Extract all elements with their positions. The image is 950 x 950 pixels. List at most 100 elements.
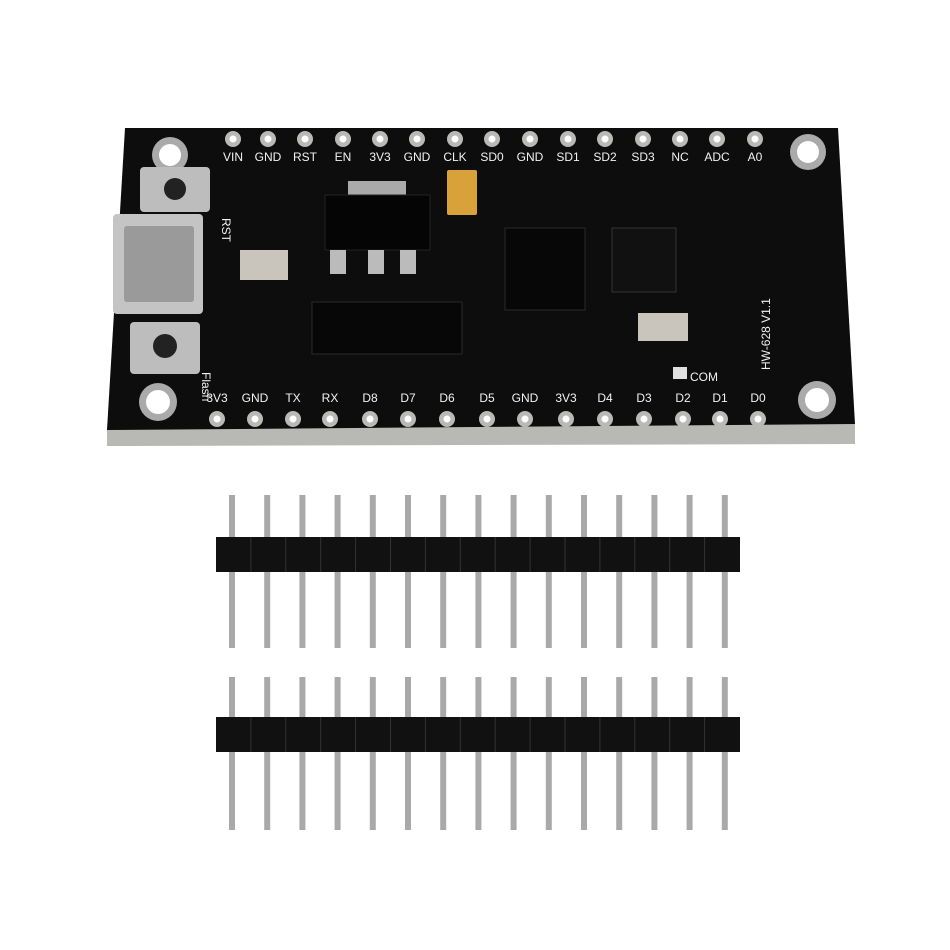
pin-hole	[713, 135, 721, 143]
pcb	[107, 128, 855, 430]
header-pin	[475, 677, 482, 830]
top-pin-label: EN	[335, 150, 352, 164]
bottom-pin-label: TX	[285, 391, 300, 405]
top-pin-label: SD0	[480, 150, 504, 164]
header-pin	[440, 677, 447, 830]
bottom-pin-label: D0	[750, 391, 766, 405]
nodemcu-board: RST Flash COM HW-628 V1.1 VIN GND RST EN 3V3…	[107, 128, 855, 446]
mount-hole-center	[159, 144, 181, 166]
top-pin-label: GND	[517, 150, 544, 164]
header-pin	[581, 677, 587, 830]
header-pin	[229, 677, 235, 830]
header-pin	[299, 677, 306, 830]
esp8266-chip	[611, 227, 677, 293]
pin-hole	[376, 135, 384, 143]
bottom-pin-label: D1	[712, 391, 728, 405]
top-pin-label: SD2	[593, 150, 617, 164]
crystal	[240, 250, 288, 280]
pin-hole	[451, 135, 459, 143]
header-pin	[369, 677, 376, 830]
pin-hole	[601, 415, 609, 423]
pin-hole	[483, 415, 491, 423]
top-pin-label: GND	[255, 150, 282, 164]
usb-opening	[124, 226, 194, 302]
bottom-pin-label: GND	[512, 391, 539, 405]
bottom-pin-label: D8	[362, 391, 378, 405]
led	[673, 367, 687, 379]
header-pin	[545, 677, 552, 830]
pin-hole	[326, 415, 334, 423]
header-pin	[651, 677, 658, 830]
com-label: COM	[690, 370, 718, 384]
pin-hole	[366, 415, 374, 423]
pin-hole	[640, 415, 648, 423]
pin-hole	[213, 415, 221, 423]
top-pin-label: VIN	[223, 150, 243, 164]
pin-hole	[639, 135, 647, 143]
bottom-pin-label: D5	[479, 391, 495, 405]
pin-hole	[564, 135, 572, 143]
rst-button-cap	[164, 178, 186, 200]
top-pin-label: 3V3	[369, 150, 391, 164]
voltage-regulator	[324, 194, 431, 251]
top-pin-label: GND	[404, 150, 431, 164]
usb-serial-chip	[311, 301, 463, 355]
top-pin-label: CLK	[443, 150, 466, 164]
header-pin	[721, 677, 728, 830]
flash-button-cap	[153, 334, 177, 358]
header-pin	[510, 677, 517, 830]
pin-hole	[716, 415, 724, 423]
tantalum-capacitor	[447, 170, 477, 215]
pin-hole	[301, 135, 309, 143]
pin-hole	[521, 415, 529, 423]
pin-hole	[413, 135, 421, 143]
pin-hole	[679, 415, 687, 423]
bottom-pin-label: 3V3	[555, 391, 577, 405]
pin-hole	[404, 415, 412, 423]
top-pin-label: RST	[293, 150, 318, 164]
bottom-pin-label: GND	[242, 391, 269, 405]
top-pin-label: SD1	[556, 150, 580, 164]
pin-header	[216, 677, 740, 830]
pin-hole	[339, 135, 347, 143]
header-pin	[686, 677, 693, 830]
regulator-pin	[400, 250, 416, 274]
flash-memory-chip	[504, 227, 586, 311]
top-pin-label: ADC	[704, 150, 730, 164]
regulator-pin	[330, 250, 346, 274]
header-pin	[334, 677, 341, 830]
header-plastic	[216, 717, 740, 752]
top-pin-label: NC	[671, 150, 689, 164]
bottom-pin-label: D2	[675, 391, 691, 405]
pin-hole	[488, 135, 496, 143]
header-pin	[405, 677, 411, 830]
bottom-pin-label: D3	[636, 391, 652, 405]
regulator-pin	[368, 250, 384, 274]
pin-hole	[754, 415, 762, 423]
bottom-pin-label: D7	[400, 391, 416, 405]
bottom-pin-label: RX	[322, 391, 339, 405]
bottom-pin-label: D4	[597, 391, 613, 405]
header-pin	[264, 677, 271, 830]
mount-hole-center	[146, 390, 170, 414]
header-plastic	[216, 537, 740, 572]
pin-hole	[562, 415, 570, 423]
pin-hole	[443, 415, 451, 423]
bottom-pin-label: D6	[439, 391, 455, 405]
pin-hole	[601, 135, 609, 143]
pin-hole	[229, 135, 237, 143]
mount-hole-center	[805, 388, 829, 412]
pin-hole	[751, 135, 759, 143]
pin-hole	[289, 415, 297, 423]
pin-hole	[264, 135, 272, 143]
pin-hole	[251, 415, 259, 423]
header-pin	[616, 677, 623, 830]
top-pin-label: A0	[748, 150, 763, 164]
flash-label: Flash	[199, 372, 213, 401]
pin-hole	[526, 135, 534, 143]
model-label: HW-628 V1.1	[759, 298, 773, 370]
bottom-pin-label: 3V3	[206, 391, 228, 405]
rst-label: RST	[219, 218, 233, 243]
